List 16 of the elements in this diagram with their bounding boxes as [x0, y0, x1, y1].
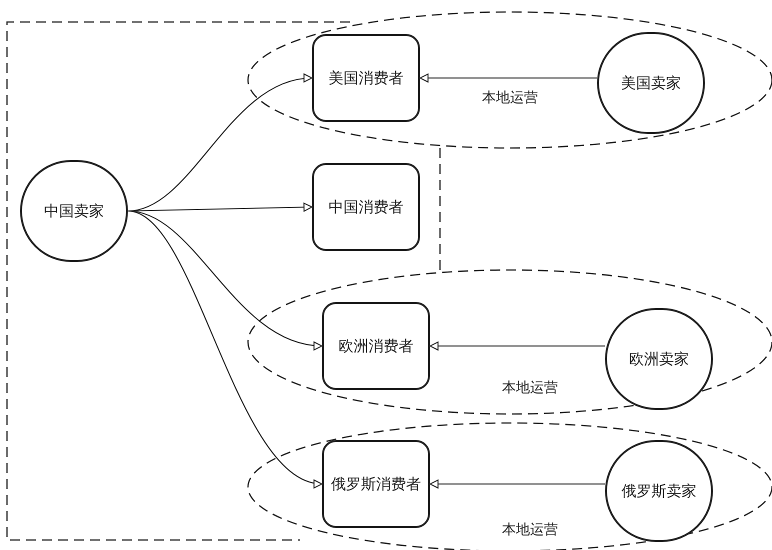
node-label: 俄罗斯卖家 — [622, 480, 696, 502]
node-label: 美国消费者 — [328, 68, 404, 89]
node-label: 俄罗斯消费者 — [331, 474, 421, 495]
consumer-box — [312, 163, 420, 251]
arrow — [430, 480, 605, 488]
node-label: 欧洲消费者 — [338, 336, 414, 357]
node-label: 中国消费者 — [328, 196, 404, 218]
consumer-box — [322, 302, 430, 390]
node-label: 美国卖家 — [621, 72, 681, 94]
consumer-box — [312, 34, 420, 122]
node-label: 欧洲卖家 — [629, 348, 689, 370]
node-label: 中国卖家 — [44, 200, 104, 222]
arrow — [430, 342, 605, 350]
arrow — [128, 210, 322, 486]
arrow — [420, 74, 597, 82]
consumer-box — [322, 440, 430, 528]
